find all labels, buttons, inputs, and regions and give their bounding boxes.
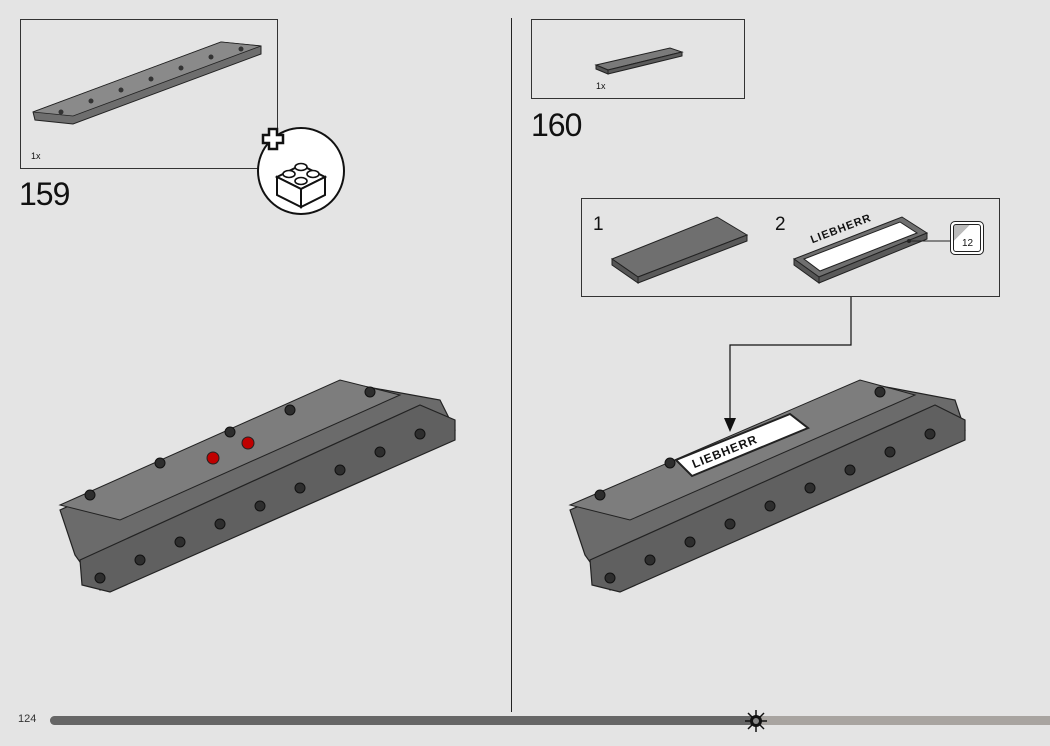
sub-assembly-callout: 1 2 LIEBHERR 12 <box>581 198 1000 297</box>
step-number-159: 159 <box>19 176 70 212</box>
sub-step-number: 1 <box>593 214 604 235</box>
tile-2x6-icon <box>610 216 749 284</box>
model-assembly-159 <box>58 379 456 593</box>
parts-callout-160: 1x <box>531 19 745 99</box>
part-quantity: 1x <box>31 151 41 161</box>
liftarm-frame-part-icon <box>32 41 262 125</box>
sticker-sheet-icon: 12 <box>950 221 984 255</box>
add-brick-icon <box>257 127 345 215</box>
part-quantity: 1x <box>596 81 606 91</box>
parts-callout-159: 1x <box>20 19 278 169</box>
page-divider <box>511 18 512 712</box>
step-number-160: 160 <box>531 107 582 143</box>
progress-fill <box>50 716 760 725</box>
sticker-number: 12 <box>962 238 974 249</box>
progress-bar <box>50 716 1050 725</box>
page-number: 124 <box>18 713 37 725</box>
tile-part-icon <box>594 47 684 75</box>
sub-step-number: 2 <box>775 214 786 235</box>
progress-marker-icon <box>745 710 767 732</box>
model-assembly-160 <box>568 379 966 593</box>
sticker-tile-icon <box>792 216 950 284</box>
